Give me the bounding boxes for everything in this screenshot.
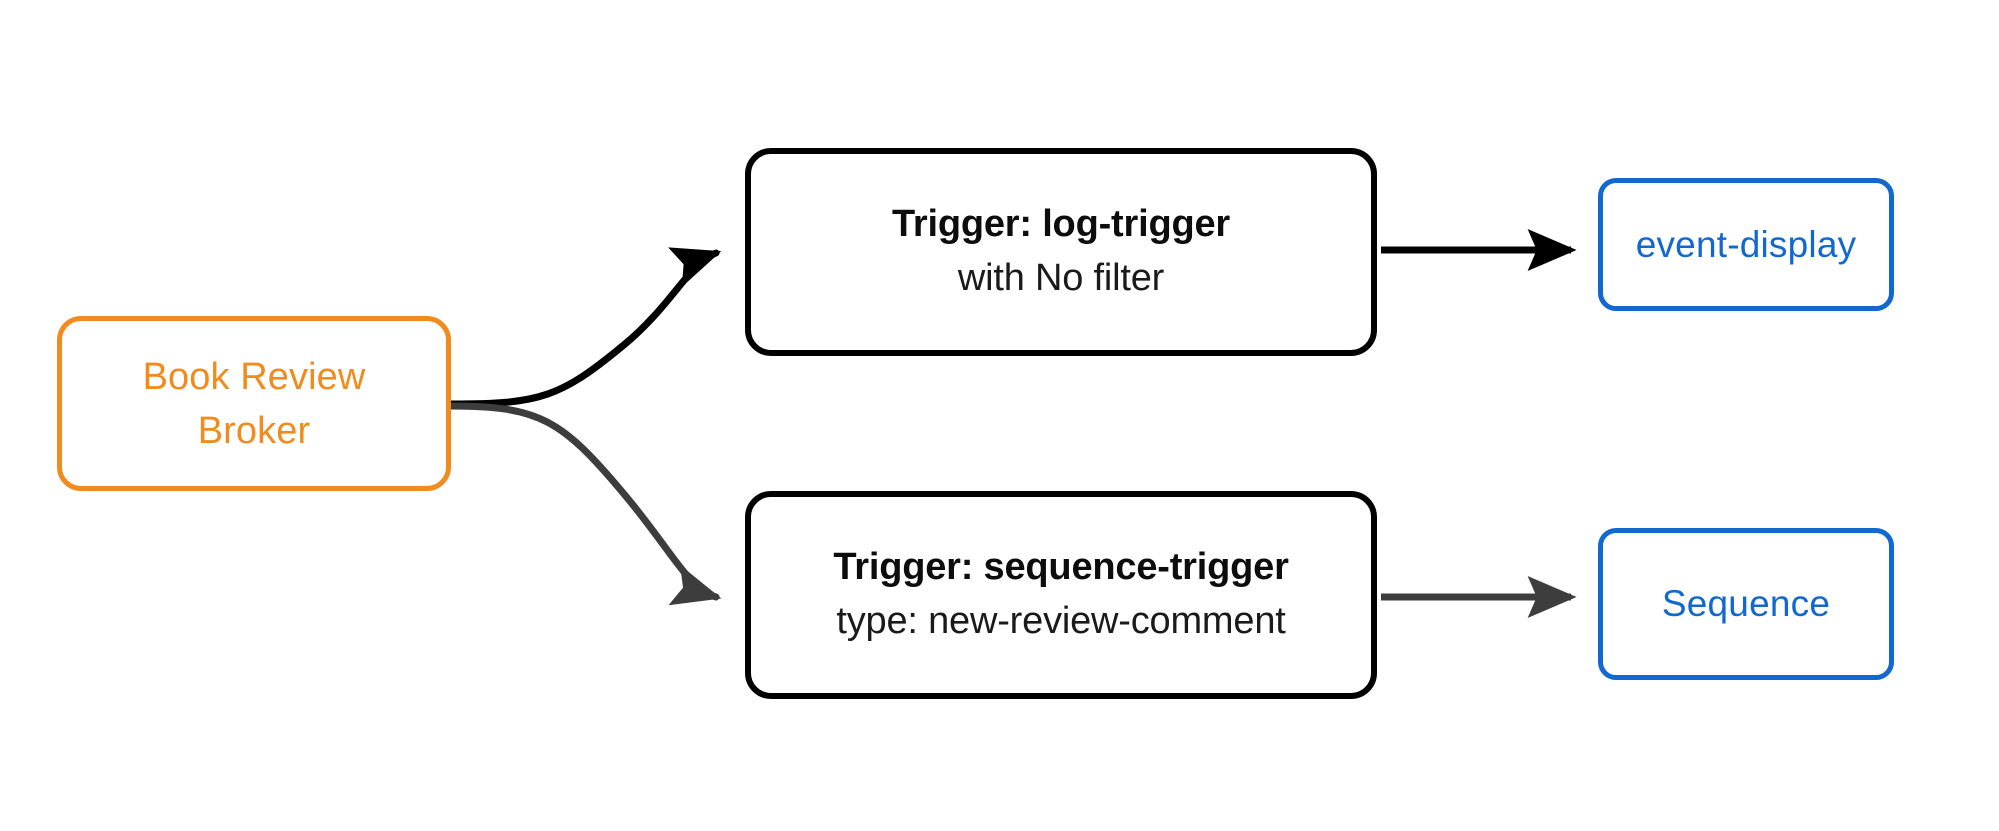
broker-label-line1: Book Review <box>142 355 366 398</box>
node-sequence-trigger[interactable]: Trigger: sequence-trigger type: new-revi… <box>745 491 1377 699</box>
node-sequence[interactable]: Sequence <box>1598 528 1894 680</box>
event-display-label: event-display <box>1635 223 1857 265</box>
edge-broker-to-log-trigger <box>447 247 722 408</box>
sequence-trigger-title: Trigger: sequence-trigger <box>833 546 1289 588</box>
edge-broker-to-sequence-trigger <box>447 402 722 606</box>
broker-label-line2: Broker <box>197 409 311 452</box>
node-event-display[interactable]: event-display <box>1598 178 1894 311</box>
node-book-review-broker[interactable]: Book Review Broker <box>57 316 451 491</box>
sequence-label: Sequence <box>1661 583 1831 624</box>
log-trigger-subtitle: with No filter <box>957 257 1165 299</box>
node-log-trigger[interactable]: Trigger: log-trigger with No filter <box>745 148 1377 356</box>
log-trigger-title: Trigger: log-trigger <box>891 203 1230 245</box>
sequence-trigger-subtitle: type: new-review-comment <box>836 600 1286 642</box>
